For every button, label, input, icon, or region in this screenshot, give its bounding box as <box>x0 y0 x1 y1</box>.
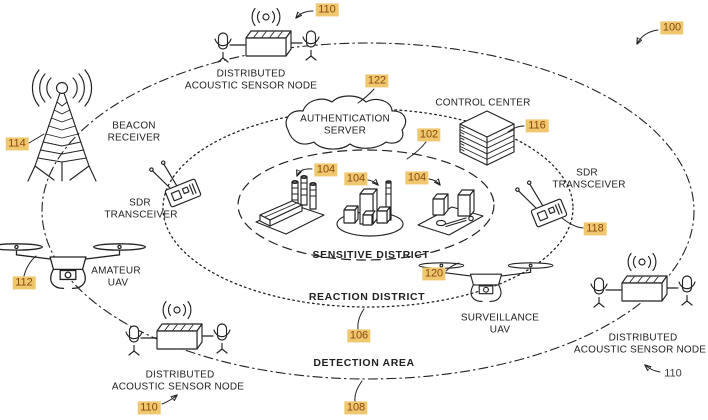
ref-118-sdr-transceiver: 118 <box>583 222 607 236</box>
sdr-left-label-2: TRANSCEIVER <box>104 209 178 221</box>
factory-site-icon <box>255 175 325 235</box>
sdr-right-label-1: SDR <box>576 167 598 179</box>
ref-110-bottom-right: 110 <box>664 367 682 380</box>
ref-114-beacon-receiver: 114 <box>5 137 29 151</box>
acoustic-node-br-label-2: ACOUSTIC SENSOR NODE <box>573 344 707 356</box>
leader-line-110-br <box>645 365 661 373</box>
zone-label-reaction-district: REACTION DISTRICT <box>308 290 426 303</box>
zone-label-detection-area: DETECTION AREA <box>313 356 415 369</box>
sdr-right-label-2: TRANSCEIVER <box>552 179 626 191</box>
leader-line-122 <box>357 88 375 104</box>
leader-line-100 <box>637 29 659 44</box>
ref-122-auth-server: 122 <box>365 74 389 88</box>
acoustic-sensor-node-left-icon <box>126 302 230 356</box>
acoustic-node-br-label-1: DISTRIBUTED <box>608 332 678 344</box>
acoustic-node-bl-label-2: ACOUSTIC SENSOR NODE <box>111 381 245 393</box>
leader-line-106 <box>357 308 365 330</box>
surveillance-uav-label-1: SURVEILLANCE <box>460 312 540 324</box>
beacon-receiver-label-1: BEACON <box>112 120 156 132</box>
ref-112-amateur-uav: 112 <box>12 276 36 290</box>
control-center-label: CONTROL CENTER <box>435 97 531 109</box>
surveillance-uav-label-2: UAV <box>489 324 511 336</box>
ref-110-bottom-left: 110 <box>137 401 161 415</box>
leader-line-120 <box>445 262 460 272</box>
leader-line-110-top <box>296 10 314 18</box>
ref-120-surveillance-uav: 120 <box>422 267 446 281</box>
acoustic-node-top-label-2: ACOUSTIC SENSOR NODE <box>184 80 318 92</box>
leader-line-116 <box>507 125 525 133</box>
ref-104-site-a: 104 <box>314 163 338 177</box>
beacon-receiver-icon <box>27 69 97 182</box>
leader-line-102 <box>406 141 427 160</box>
leader-line-110-bl <box>161 395 177 405</box>
ref-102-sensitive-district: 102 <box>417 128 441 142</box>
acoustic-node-bl-label-1: DISTRIBUTED <box>145 369 215 381</box>
sensitive-district-ellipse <box>237 149 495 261</box>
ref-104-site-b: 104 <box>344 172 368 186</box>
ref-116-control-center: 116 <box>525 119 549 133</box>
sdr-transceiver-left-icon <box>147 151 202 211</box>
control-center-icon <box>459 110 515 166</box>
industrial-site-icon <box>417 189 484 236</box>
leader-line-108 <box>354 380 363 402</box>
leader-line-104c <box>428 179 440 185</box>
authentication-server-cloud-icon <box>285 95 407 150</box>
leader-line-104b <box>367 180 378 185</box>
leader-line-118 <box>561 217 584 229</box>
auth-server-label-1: AUTHENTICATION <box>300 113 390 125</box>
acoustic-sensor-node-top-icon <box>215 9 319 63</box>
zone-label-sensitive-district: SENSITIVE DISTRICT <box>312 248 430 261</box>
ref-100-system: 100 <box>660 21 684 35</box>
beacon-receiver-label-2: RECEIVER <box>107 132 161 144</box>
sdr-left-label-1: SDR <box>129 197 151 209</box>
ref-104-site-c: 104 <box>405 171 429 185</box>
acoustic-sensor-node-right-icon <box>591 254 695 308</box>
reaction-district-ellipse <box>162 108 574 308</box>
auth-server-label-2: SERVER <box>323 125 367 137</box>
city-site-icon <box>336 180 404 237</box>
leader-line-112 <box>23 255 37 277</box>
leader-line-114 <box>28 133 45 144</box>
acoustic-node-top-label-1: DISTRIBUTED <box>216 68 286 80</box>
detection-area-ellipse <box>41 42 695 380</box>
leader-line-104a <box>297 168 313 176</box>
ref-108-detection-area: 108 <box>344 401 368 415</box>
amateur-uav-label-2: UAV <box>107 277 129 289</box>
ref-110-top: 110 <box>315 3 339 17</box>
ref-106-reaction-district: 106 <box>347 329 371 343</box>
amateur-uav-label-1: AMATEUR <box>91 265 141 277</box>
